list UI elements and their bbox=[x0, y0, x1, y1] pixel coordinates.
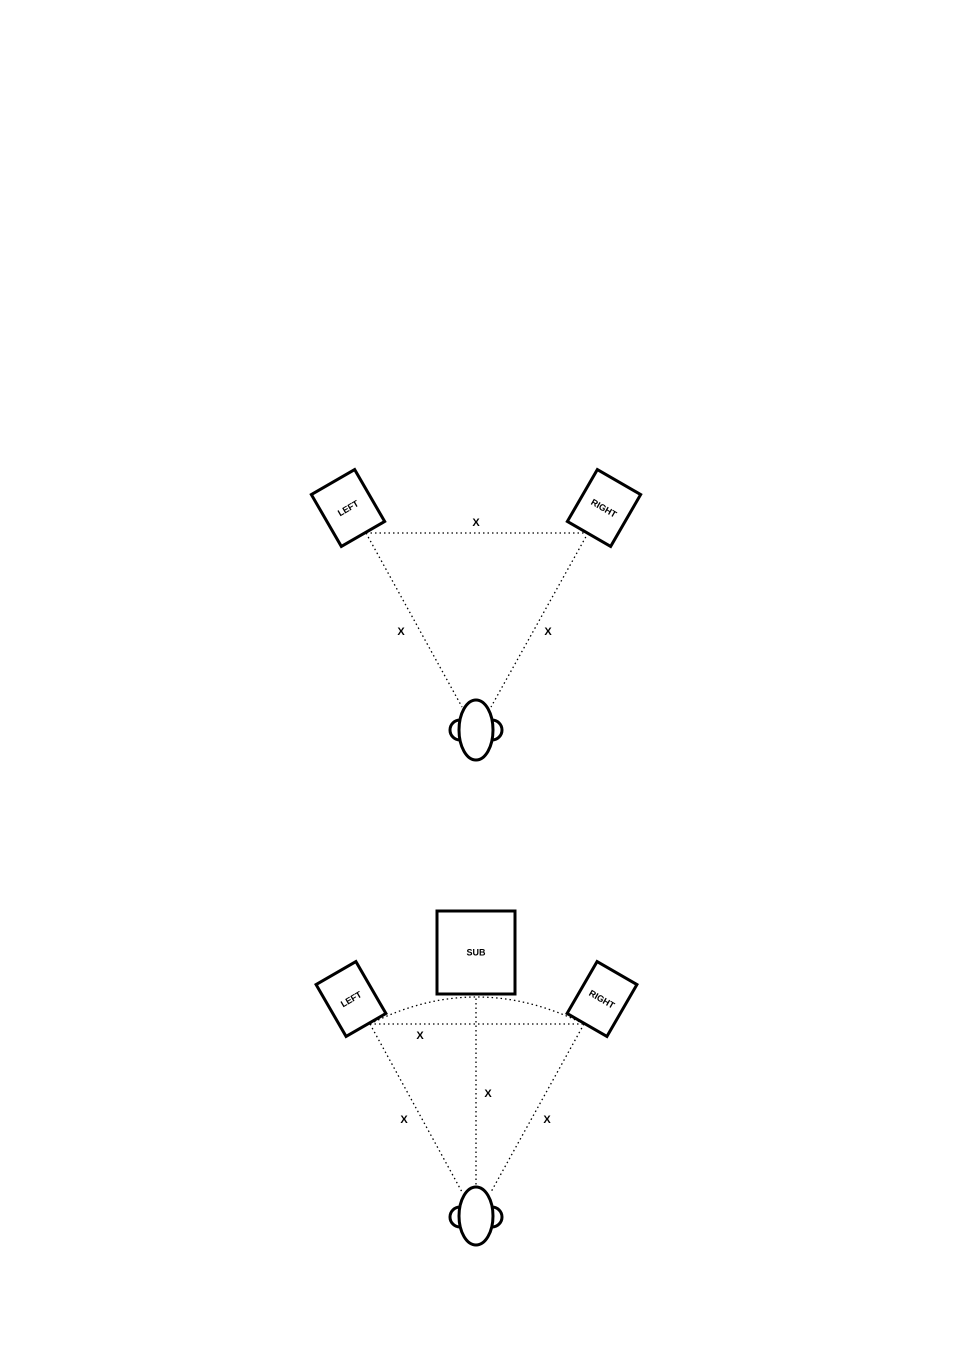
left-speaker-2: LEFT bbox=[316, 962, 386, 1037]
distance-label-left-2: X bbox=[400, 1114, 408, 1126]
sub-setup-diagram: SUB LEFT RIGHT X X X X bbox=[316, 911, 637, 1245]
right-to-listener-line-2 bbox=[491, 1024, 584, 1192]
listener-head-icon bbox=[450, 700, 502, 760]
left-to-listener-line-2 bbox=[370, 1024, 462, 1192]
distance-label-right-2: X bbox=[543, 1114, 551, 1126]
subwoofer: SUB bbox=[437, 911, 515, 994]
left-to-listener-line bbox=[366, 533, 462, 707]
head-icon bbox=[459, 700, 493, 760]
right-speaker-2: RIGHT bbox=[567, 962, 637, 1037]
right-to-listener-line bbox=[491, 533, 588, 707]
listener-head-icon-2 bbox=[450, 1187, 502, 1245]
arc-line bbox=[370, 997, 584, 1024]
distance-label-speakers-2: X bbox=[416, 1030, 424, 1042]
distance-label-sub: X bbox=[484, 1088, 492, 1100]
distance-label-right: X bbox=[544, 626, 552, 638]
distance-label-left: X bbox=[397, 626, 405, 638]
right-speaker: RIGHT bbox=[567, 470, 640, 547]
stereo-setup-diagram: LEFT RIGHT X X X bbox=[311, 470, 640, 760]
left-speaker: LEFT bbox=[311, 470, 384, 547]
head-icon-2 bbox=[459, 1187, 493, 1245]
distance-label-speakers: X bbox=[472, 517, 480, 529]
sub-label: SUB bbox=[466, 947, 486, 957]
